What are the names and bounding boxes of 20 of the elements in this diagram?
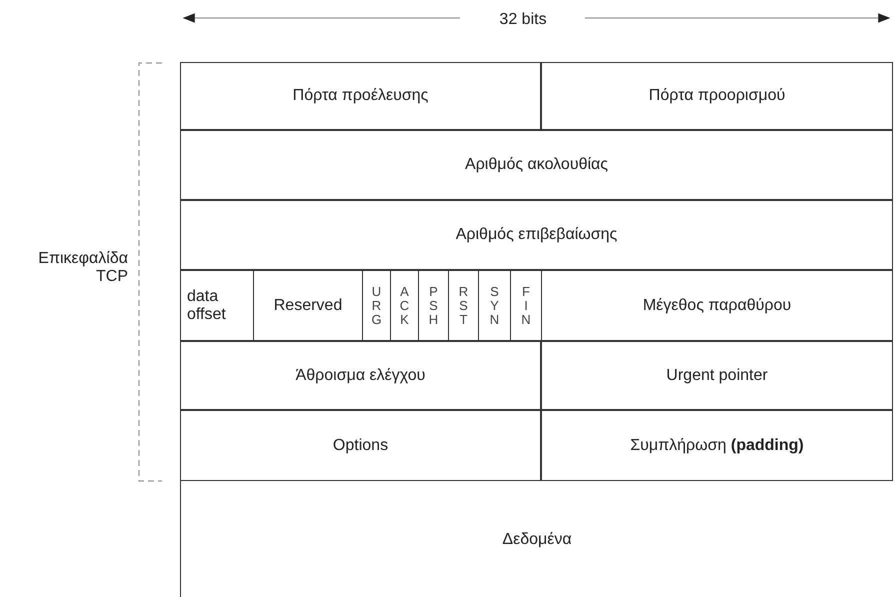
header-field: Πόρτα προέλευσης bbox=[180, 62, 541, 130]
dimension-label: 32 bits bbox=[499, 11, 547, 29]
header-field: Αριθμός επιβεβαίωσης bbox=[180, 200, 893, 270]
header-field: Άθροισμα ελέγχου bbox=[180, 341, 541, 410]
header-field: Reserved bbox=[253, 270, 363, 341]
header-field: Urgent pointer bbox=[541, 341, 893, 410]
header-field: Μέγεθος παραθύρου bbox=[541, 270, 893, 341]
flag-field: SYN bbox=[478, 270, 511, 341]
flag-field: URG bbox=[362, 270, 391, 341]
bracket-label: Επικεφαλίδα TCP bbox=[37, 250, 128, 286]
header-field: Options bbox=[180, 410, 541, 481]
data-area: Δεδομένα bbox=[180, 481, 893, 597]
header-field: data offset bbox=[180, 270, 254, 341]
header-field: Συμπλήρωση (padding) bbox=[541, 410, 893, 481]
flag-field: FIN bbox=[510, 270, 542, 341]
flag-field: RST bbox=[448, 270, 479, 341]
flag-field: PSH bbox=[418, 270, 449, 341]
header-field: Πόρτα προορισμού bbox=[541, 62, 893, 130]
header-field: Αριθμός ακολουθίας bbox=[180, 130, 893, 200]
flag-field: ACK bbox=[390, 270, 419, 341]
